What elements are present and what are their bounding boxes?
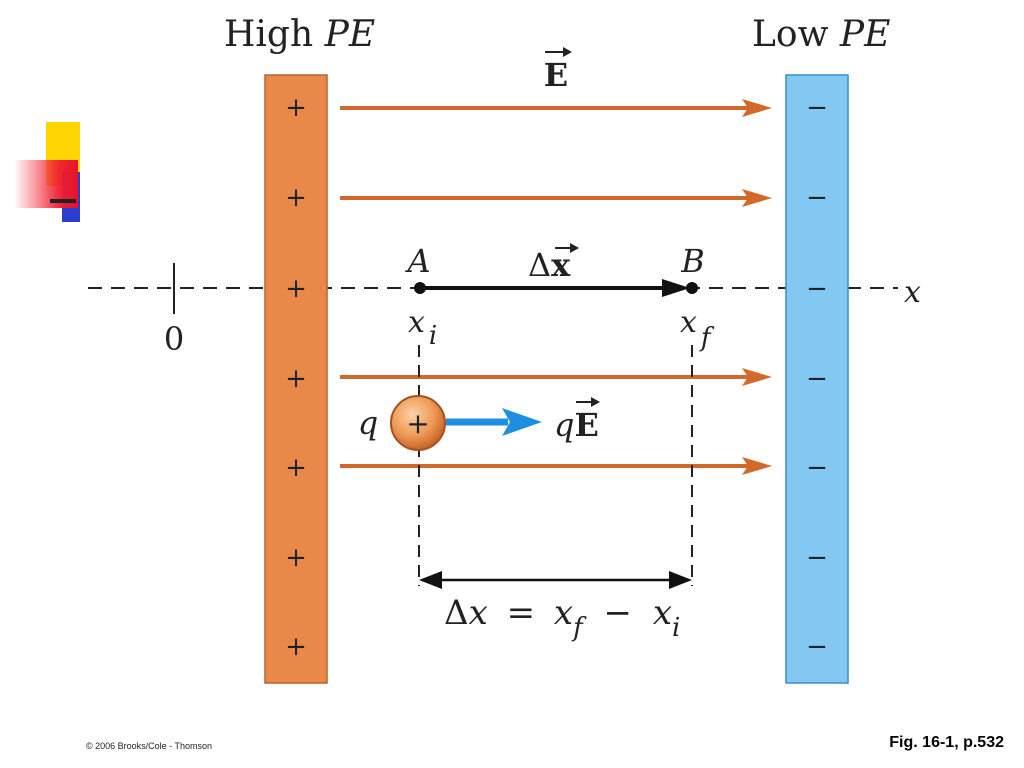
plus-sign: + (285, 543, 307, 573)
field-arrowhead (742, 457, 772, 475)
field-vector-label: E (544, 47, 572, 94)
field-arrowhead (742, 99, 772, 117)
svg-text:qE: qE (554, 406, 599, 444)
field-arrowhead (742, 189, 772, 207)
displacement-arrowhead (662, 279, 690, 297)
minus-sign: − (806, 632, 828, 662)
minus-sign: − (806, 364, 828, 394)
delta-x-span-right-head (669, 571, 692, 589)
svg-text:E: E (544, 56, 568, 94)
plus-sign: + (285, 183, 307, 213)
plus-sign: + (285, 93, 307, 123)
plus-sign: + (285, 632, 307, 662)
positive-signs: + + + + + + + (285, 93, 307, 662)
figure-reference: Fig. 16-1, p.532 (889, 734, 1004, 751)
negative-signs: − − − − − − − (806, 93, 828, 662)
delta-x-equation: Δx = xf − xi (444, 593, 680, 645)
low-pe-label: Low PE (752, 14, 890, 55)
copyright-text: © 2006 Brooks/Cole - Thomson (86, 741, 213, 751)
force-label: qE (554, 397, 600, 444)
force-arrowhead (502, 408, 542, 436)
minus-sign: − (806, 183, 828, 213)
origin-label: 0 (164, 320, 184, 358)
field-lines (340, 99, 772, 475)
x-axis-label: x (904, 275, 921, 310)
test-charge-sign: + (406, 407, 429, 440)
delta-x-vector-label: Δx (528, 243, 579, 284)
delta-x-span-left-head (419, 571, 442, 589)
charge-q-label: q (358, 404, 378, 442)
plus-sign: + (285, 364, 307, 394)
point-a-dot (414, 282, 426, 294)
plus-sign: + (285, 274, 307, 304)
negative-plate (785, 74, 849, 684)
point-a-label: A (404, 242, 430, 280)
minus-sign: − (806, 543, 828, 573)
test-charge (390, 395, 446, 451)
field-arrowhead (742, 368, 772, 386)
high-pe-label: High PE (224, 14, 375, 55)
plus-sign: + (285, 453, 307, 483)
point-b-dot (686, 282, 698, 294)
positive-plate (264, 74, 328, 684)
minus-sign: − (806, 274, 828, 304)
point-b-label: B (680, 242, 705, 280)
decor-line (50, 199, 76, 203)
minus-sign: − (806, 453, 828, 483)
svg-text:Δx: Δx (528, 246, 571, 284)
minus-sign: − (806, 93, 828, 123)
